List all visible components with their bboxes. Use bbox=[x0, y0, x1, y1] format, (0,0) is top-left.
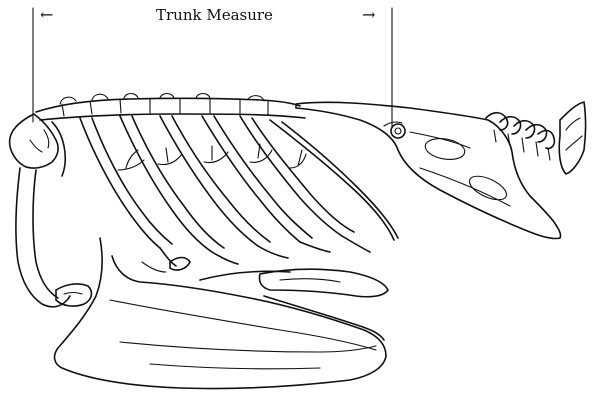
trunk-measure-annotation: ← → Trunk Measure bbox=[32, 5, 393, 129]
wing-base bbox=[55, 283, 93, 307]
vertebral-column bbox=[35, 92, 306, 121]
measure-right-arrow: → bbox=[362, 5, 375, 24]
measure-left-arrow: ← bbox=[40, 5, 53, 24]
tail bbox=[485, 101, 587, 175]
ribs bbox=[79, 115, 399, 267]
shoulder-girdle bbox=[8, 113, 71, 308]
sternum bbox=[53, 237, 387, 390]
pelvis bbox=[295, 101, 562, 240]
ventral-elements bbox=[141, 256, 389, 341]
measure-label: Trunk Measure bbox=[156, 6, 273, 24]
